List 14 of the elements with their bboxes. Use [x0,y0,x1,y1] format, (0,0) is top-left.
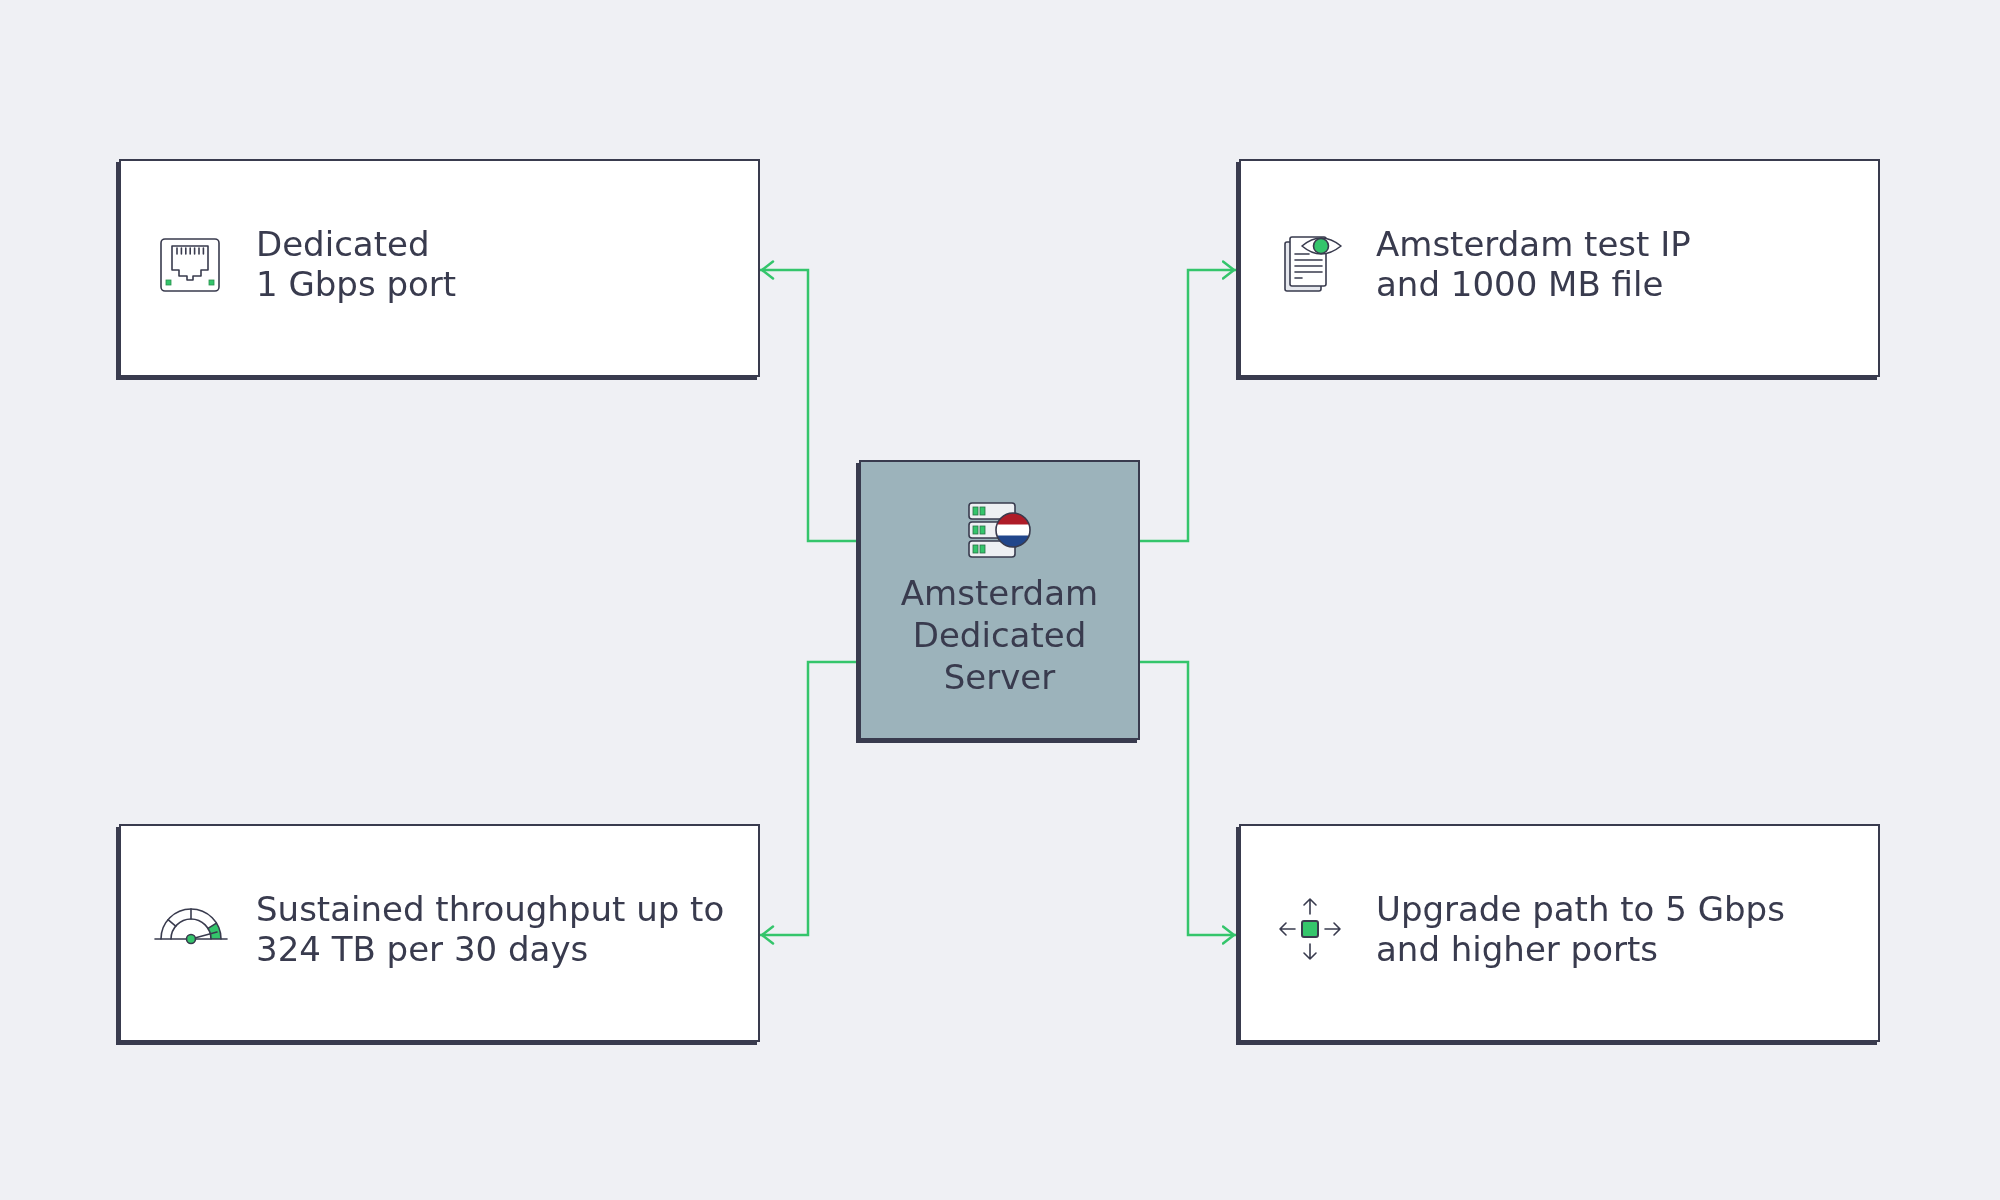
connector-arrow [1140,260,1236,543]
feature-box [1239,824,1880,1042]
server-box [859,460,1140,740]
connector-arrow [760,260,856,543]
feature-box [119,824,760,1042]
connector-arrow [760,660,856,945]
feature-box [1239,159,1880,377]
connector-arrow [1140,660,1236,945]
server-title: Amsterdam Dedicated Server [899,572,1100,698]
feature-box [119,159,760,377]
feature-text: Amsterdam test IP and 1000 MB file [1376,224,1692,304]
feature-text: Sustained throughput up to 324 TB per 30 days [256,889,726,969]
feature-text: Upgrade path to 5 Gbps and higher ports [1376,889,1786,969]
feature-text: Dedicated 1 Gbps port [256,224,458,304]
